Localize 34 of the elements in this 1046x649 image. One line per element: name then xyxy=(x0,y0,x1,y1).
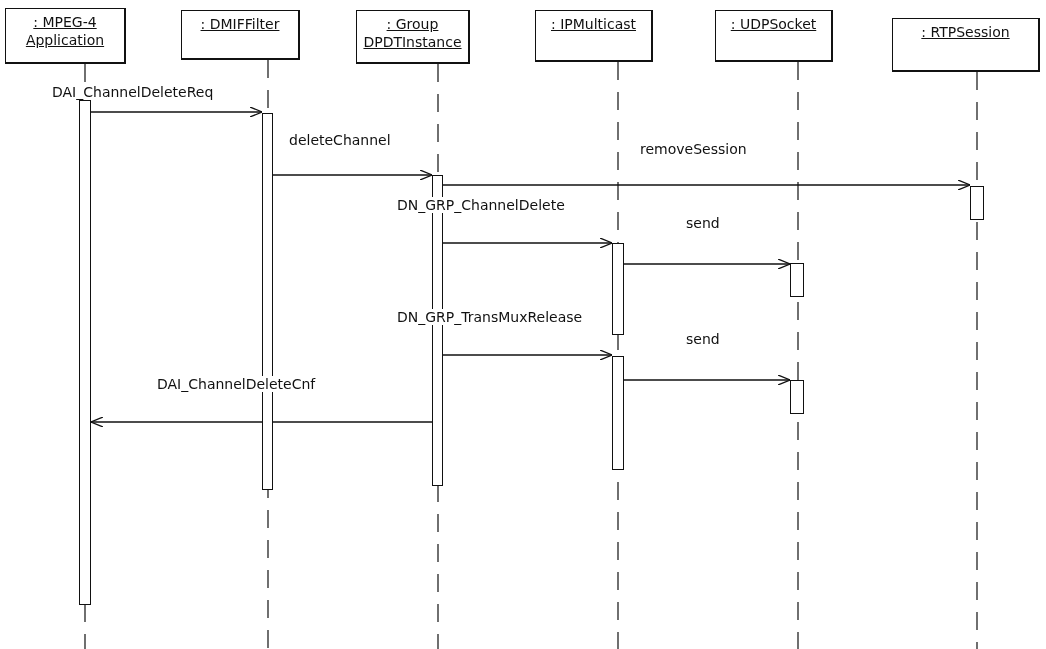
message-label: DAI_ChannelDeleteCnf xyxy=(155,376,318,392)
activation-bar xyxy=(790,263,804,297)
activation-bar xyxy=(612,356,624,470)
message-arrow xyxy=(442,349,613,361)
activation-bar xyxy=(79,100,91,605)
object-name: : RTPSession xyxy=(920,23,1011,41)
message-label: deleteChannel xyxy=(287,132,393,148)
object-name: : Group DPDTInstance xyxy=(362,15,463,51)
object-box xyxy=(535,10,653,62)
object-box xyxy=(181,10,300,60)
message-label: send xyxy=(684,215,722,231)
message-arrow xyxy=(442,237,613,249)
message-arrow xyxy=(623,374,791,386)
message-label: send xyxy=(684,331,722,347)
object-box xyxy=(356,10,470,64)
activation-bar xyxy=(970,186,984,220)
message-label: removeSession xyxy=(638,141,749,157)
message-arrow xyxy=(90,106,263,118)
message-arrow xyxy=(90,416,433,428)
object-box xyxy=(892,18,1040,72)
object-name: : UDPSocket xyxy=(730,15,817,33)
message-label: DAI_ChannelDeleteReq xyxy=(50,84,216,100)
activation-bar xyxy=(612,243,624,335)
object-box xyxy=(715,10,833,62)
object-box xyxy=(5,8,126,64)
message-arrow xyxy=(272,169,433,181)
message-arrow xyxy=(442,179,971,191)
object-name: : IPMulticast xyxy=(551,15,636,33)
activation-bar xyxy=(790,380,804,414)
message-label: DN_GRP_ChannelDelete xyxy=(395,197,567,213)
object-name: : DMIFFilter xyxy=(200,15,280,33)
message-label: DN_GRP_TransMuxRelease xyxy=(395,309,585,325)
message-arrow xyxy=(623,258,791,270)
object-name: : MPEG-4 Application xyxy=(24,13,106,49)
